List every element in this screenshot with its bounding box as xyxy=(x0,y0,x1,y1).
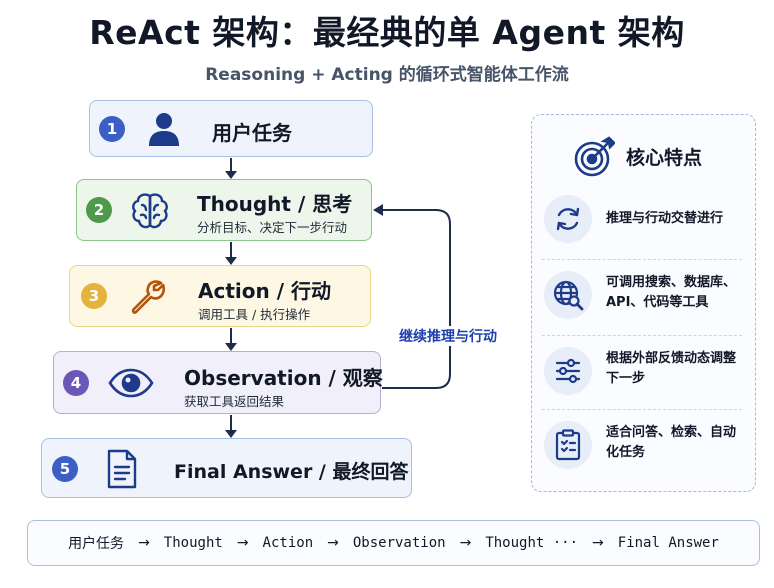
step-number-badge: 4 xyxy=(63,370,89,396)
step-description: 分析目标、决定下一步行动 xyxy=(197,220,348,235)
feature-item: 可调用搜索、数据库、API、代码等工具 xyxy=(542,263,747,331)
page-subtitle: Reasoning + Acting 的循环式智能体工作流 xyxy=(205,65,569,85)
flow-item: Thought ··· xyxy=(485,535,579,551)
document-icon xyxy=(102,447,142,491)
feature-text: 适合问答、检索、自动化任务 xyxy=(606,425,737,460)
eye-icon xyxy=(106,362,156,404)
arrow-down xyxy=(225,242,237,265)
user-icon xyxy=(144,109,184,149)
divider xyxy=(542,409,742,410)
sliders-icon xyxy=(544,347,592,395)
feature-item: 根据外部反馈动态调整下一步 xyxy=(542,339,747,407)
step-user-task: 1 用户任务 xyxy=(89,100,373,157)
target-icon xyxy=(572,135,616,179)
flow-summary: 用户任务 → Thought → Action → Observation → … xyxy=(27,520,760,566)
step-title: 用户任务 xyxy=(212,121,292,145)
arrow-down xyxy=(225,158,237,179)
step-title: Action / 行动 xyxy=(198,279,331,303)
flow-arrow: → xyxy=(236,535,249,551)
flow-arrow: → xyxy=(327,535,339,551)
loop-label: 继续推理与行动 xyxy=(396,326,500,346)
step-action: 3 Action / 行动 调用工具 / 执行操作 xyxy=(69,265,371,327)
flow-arrow: → xyxy=(592,535,604,551)
flow-item: 用户任务 xyxy=(68,536,125,552)
flow-item: Final Answer xyxy=(617,535,719,551)
flow-item: Thought xyxy=(163,535,223,551)
step-thought: 2 Thought / 思考 分析目标、决定下一步行动 xyxy=(76,179,372,241)
panel-header: 核心特点 xyxy=(532,135,757,179)
step-number-badge: 5 xyxy=(52,456,78,482)
arrow-down xyxy=(225,415,237,438)
flow-arrow: → xyxy=(459,535,472,551)
divider xyxy=(542,335,742,336)
step-number-badge: 1 xyxy=(99,116,125,142)
step-title: Observation / 观察 xyxy=(184,366,383,390)
arrow-down xyxy=(225,328,237,351)
panel-title: 核心特点 xyxy=(626,147,703,169)
feature-text: 根据外部反馈动态调整下一步 xyxy=(606,351,737,386)
flow-item: Action xyxy=(262,535,314,551)
step-observation: 4 Observation / 观察 获取工具返回结果 xyxy=(53,351,383,414)
step-final-answer: 5 Final Answer / 最终回答 xyxy=(41,438,412,498)
feature-text: 可调用搜索、数据库、API、代码等工具 xyxy=(606,275,737,310)
divider xyxy=(542,259,742,260)
feature-item: 适合问答、检索、自动化任务 xyxy=(542,413,747,481)
brain-icon xyxy=(127,188,173,234)
feature-item: 推理与行动交替进行 xyxy=(542,187,747,255)
flow-item: Observation xyxy=(352,535,446,551)
refresh-icon xyxy=(544,195,592,243)
step-description: 调用工具 / 执行操作 xyxy=(198,307,311,322)
page-title: ReAct 架构：最经典的单 Agent 架构 xyxy=(89,13,685,52)
feature-text: 推理与行动交替进行 xyxy=(606,211,724,226)
flow-arrow: → xyxy=(138,535,150,551)
globe-search-icon xyxy=(544,271,592,319)
step-title: Thought / 思考 xyxy=(197,192,353,216)
step-title: Final Answer / 最终回答 xyxy=(174,461,409,483)
core-features-panel: 核心特点 推理与行动交替进行 可调用搜索、数据库、API、代码等工具 xyxy=(531,114,756,492)
step-number-badge: 2 xyxy=(86,197,112,223)
clipboard-icon xyxy=(544,421,592,469)
step-description: 获取工具返回结果 xyxy=(184,394,285,409)
step-number-badge: 3 xyxy=(81,283,107,309)
wrench-icon xyxy=(126,275,170,319)
